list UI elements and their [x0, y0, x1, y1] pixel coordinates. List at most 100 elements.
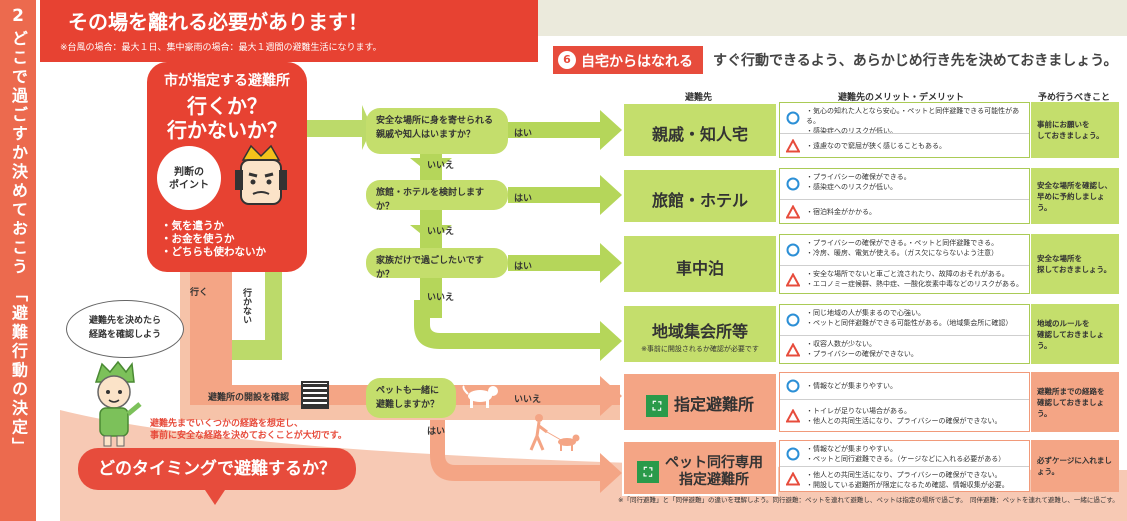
- question-hotel: 旅館・ホテルを検討しますか？: [366, 180, 508, 212]
- merit-row: ・同じ地域の人が集まるので心強い。 ・ペットと同伴避難ができる可能性がある。（地…: [780, 305, 1029, 335]
- advance-designated-shelter: 避難所までの経路を 確認しておきましょう。: [1031, 372, 1119, 432]
- label-yes-1: はい: [514, 129, 533, 139]
- merit-text: ・プライバシーの確保ができる。・ペットと同伴避難できる。: [806, 239, 999, 247]
- merit-text: ・冷房、暖房、電気が使える。（ガス欠にならないよう注意）: [806, 249, 999, 257]
- demerit-text: ・エコノミー症候群、熱中症、一酸化炭素中毒などのリスクがある。: [806, 280, 1023, 288]
- circle-merit-icon: [786, 243, 800, 257]
- label-yes-pet: はい: [427, 427, 446, 437]
- dest-designated-shelter: ⛶指定避難所: [622, 372, 778, 432]
- header-banner: その場を離れる必要があります！ ※台風の場合：最大１日、集中豪雨の場合：最大１週…: [40, 0, 538, 62]
- point-list: ・気を遣うか ・お金を使うか ・どちらも使わないか: [161, 220, 266, 259]
- evacuation-shelter-icon: ⛶: [637, 461, 659, 483]
- label-no-1: いいえ: [427, 161, 455, 171]
- dest-name: 旅館・ホテル: [651, 191, 748, 210]
- dest-name: 車中泊: [675, 259, 724, 278]
- advance-relatives: 事前にお願いを しておきましょう。: [1031, 102, 1119, 158]
- check-route-label: 避難所の開設を確認: [208, 393, 290, 403]
- point-item: ・どちらも使わないか: [161, 246, 266, 258]
- merit-text: ・情報などが集まりやすい。: [806, 445, 897, 453]
- triangle-demerit-icon: [786, 138, 800, 152]
- demerit-row: ・他人との共同生活になり、プライバシーの確保ができない。 ・開設している避難所が…: [780, 466, 1029, 491]
- merits-designated-shelter: ・情報などが集まりやすい。 ・トイレが足りない場合がある。 ・他人との共同生活に…: [779, 372, 1030, 432]
- merit-text: ・感染症へのリスクが低い。: [806, 183, 897, 191]
- side-vertical-title: どこで過ごすか決めておこう 「避難行動の決定」: [9, 30, 28, 457]
- dest-note: ※事前に開設されるか確認が必要です: [641, 345, 759, 353]
- bubble-line1: 市が指定する避難所: [164, 73, 290, 89]
- label-yes-3: はい: [514, 262, 533, 272]
- merit-row: ・情報などが集まりやすい。 ・ペットと同行避難できる。（ケージなどに入れる必要が…: [780, 441, 1029, 466]
- circle-merit-icon: [786, 379, 800, 393]
- route-note: 避難先までいくつかの経路を想定し、 事前に安全な経路を決めておくことが大切です。: [150, 419, 347, 441]
- merits-relatives: ・気心の知れた人となら安心。・ペットと同伴避難できる可能性がある。 ・感染症への…: [779, 102, 1030, 158]
- dest-name: 親戚・知人宅: [651, 125, 748, 144]
- dog-icon: [462, 385, 498, 408]
- circle-merit-icon: [786, 447, 800, 460]
- demerit-text: ・宿泊料金がかかる。: [806, 208, 876, 216]
- section-badge: 6 自宅からはなれる: [553, 46, 703, 74]
- decision-bubble: 市が指定する避難所 行くか？ 行かないか？ 判断の ポイント ・気を遣うか ・お…: [147, 62, 307, 272]
- triangle-demerit-icon: [786, 342, 800, 356]
- demerit-text: ・開設している避難所が限定になるため確認、情報収集が必要。: [806, 481, 1009, 489]
- merit-row: ・気心の知れた人となら安心。・ペットと同伴避難できる可能性がある。 ・感染症への…: [780, 103, 1029, 135]
- dest-name: 地域集会所等: [651, 322, 748, 341]
- arrow-to-dest-6: [430, 420, 622, 493]
- demerit-text: ・安全な場所でないと車ごと流されたり、故障のおそれがある。: [806, 270, 1009, 278]
- dest-car: 車中泊: [622, 234, 778, 294]
- down-arrow-2: [410, 215, 452, 242]
- merit-row: ・プライバシーの確保ができる。 ・感染症へのリスクが低い。: [780, 169, 1029, 199]
- col-destination: 避難先: [685, 93, 713, 103]
- advance-car: 安全な場所を 探しておきましょう。: [1031, 234, 1119, 294]
- demerit-row: ・収容人数が少ない。 ・プライバシーの確保ができない。: [780, 335, 1029, 363]
- demerit-row: ・トイレが足りない場合がある。 ・他人との共同生活になり、プライバシーの確保がで…: [780, 399, 1029, 431]
- merit-row: ・情報などが集まりやすい。: [780, 373, 1029, 399]
- triangle-demerit-icon: [786, 408, 800, 422]
- demerit-row: ・安全な場所でないと車ごと流されたり、故障のおそれがある。 ・エコノミー症候群、…: [780, 265, 1029, 293]
- dest-name: ペット同行専用 指定避難所: [665, 455, 763, 488]
- point-circle: 判断の ポイント: [157, 146, 221, 210]
- dest-relatives: 親戚・知人宅: [622, 102, 778, 158]
- demerit-row: ・遠慮なので窮屈が狭く感じることもある。: [780, 133, 1029, 157]
- circle-merit-icon: [786, 177, 800, 191]
- label-not-go: 行かない: [241, 288, 251, 324]
- merit-text: ・ペットと同伴避難ができる可能性がある。（地域集会所に確認）: [806, 319, 1013, 327]
- header-subtitle: ※台風の場合：最大１日、集中豪雨の場合：最大１週間の避難生活になります。: [60, 43, 382, 53]
- merit-text: ・情報などが集まりやすい。: [806, 382, 897, 390]
- demerit-text: ・トイレが足りない場合がある。: [806, 407, 911, 415]
- section-subtitle: すぐ行動できるよう、あらかじめ行き先を決めておきましょう。: [713, 53, 1118, 69]
- col-advance: 予め行うべきこと: [1038, 93, 1111, 103]
- merit-text: ・ペットと同行避難できる。（ケージなどに入れる必要がある）: [806, 455, 1006, 463]
- timing-down-arrow: [205, 490, 225, 505]
- dest-hotel: 旅館・ホテル: [622, 168, 778, 224]
- character-speech-bubble: 避難先を決めたら 経路を確認しよう: [66, 300, 184, 358]
- circle-merit-icon: [786, 111, 800, 125]
- demerit-text: ・遠慮なので窮屈が狭く感じることもある。: [806, 142, 946, 150]
- timing-banner: どのタイミングで避難するか？: [78, 448, 356, 490]
- triangle-demerit-icon: [786, 204, 800, 218]
- person-walking-dog-icon: [529, 414, 580, 451]
- label-no-2: いいえ: [427, 227, 455, 237]
- section-badge-label: 自宅からはなれる: [581, 54, 693, 70]
- merit-row: ・プライバシーの確保ができる。・ペットと同伴避難できる。 ・冷房、暖房、電気が使…: [780, 235, 1029, 265]
- mascot-character-icon: [94, 360, 142, 447]
- evacuation-shelter-icon: ⛶: [645, 394, 668, 417]
- top-band: [538, 0, 1127, 36]
- question-pet: ペットも一緒に 避難しますか？: [366, 378, 456, 418]
- arrow-to-dest-4: [414, 300, 622, 361]
- merit-text: ・同じ地域の人が集まるので心強い。: [806, 309, 925, 317]
- down-arrow-1: [410, 148, 452, 175]
- question-relatives: 安全な場所に身を寄せられる 親戚や知人はいますか？: [366, 108, 508, 154]
- merits-car: ・プライバシーの確保ができる。・ペットと同伴避難できる。 ・冷房、暖房、電気が使…: [779, 234, 1030, 294]
- point-item: ・お金を使うか: [161, 233, 235, 245]
- section-badge-number: 6: [558, 51, 576, 69]
- demerit-text: ・プライバシーの確保ができない。: [806, 350, 918, 358]
- circle-merit-icon: [786, 313, 800, 327]
- label-yes-2: はい: [514, 194, 533, 204]
- dest-community-hall: 地域集会所等 ※事前に開設されるか確認が必要です: [622, 304, 778, 364]
- label-go: 行く: [190, 288, 209, 298]
- question-family: 家族だけで過ごしたいですか？: [366, 248, 508, 280]
- demerit-text: ・他人との共同生活になり、プライバシーの確保ができない。: [806, 417, 1002, 425]
- demerit-text: ・収容人数が少ない。: [806, 340, 876, 348]
- label-no-3: いいえ: [427, 293, 455, 303]
- merits-pet-shelter: ・情報などが集まりやすい。 ・ペットと同行避難できる。（ケージなどに入れる必要が…: [779, 440, 1030, 492]
- arrow-to-dest-1: [508, 110, 622, 150]
